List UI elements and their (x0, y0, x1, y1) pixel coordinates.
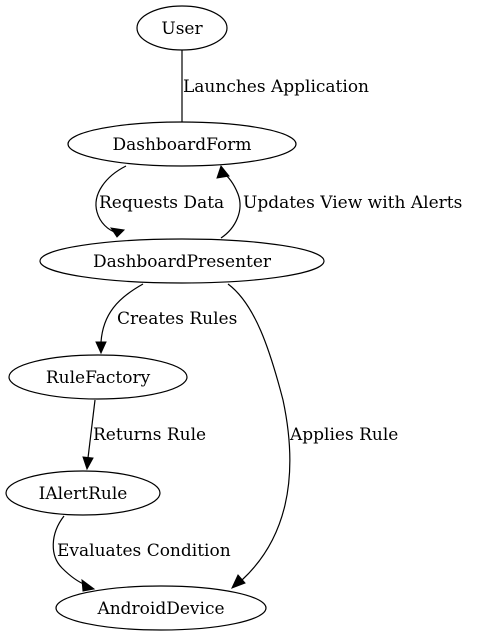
node-rule-factory: RuleFactory (8, 354, 188, 400)
edge-label-requests-data: Requests Data (99, 193, 224, 213)
edge-evaluates-condition: Evaluates Condition (52, 515, 231, 592)
edge-applies-rule: Applies Rule (227, 283, 398, 589)
edge-label-evaluates-condition: Evaluates Condition (57, 541, 231, 561)
node-label-dashboard-presenter: DashboardPresenter (93, 252, 272, 272)
node-label-dashboard-form: DashboardForm (112, 135, 251, 155)
node-dashboard-form: DashboardForm (67, 121, 297, 167)
edge-returns-rule: Returns Rule (82, 399, 206, 471)
edge-updates-view: Updates View with Alerts (216, 164, 462, 239)
edge-launches-application: Launches Application (176, 50, 369, 135)
edge-label-creates-rules: Creates Rules (117, 309, 237, 329)
edge-creates-rules: Creates Rules (95, 283, 237, 355)
node-label-ialert-rule: IAlertRule (39, 484, 128, 504)
node-label-android-device: AndroidDevice (96, 599, 224, 619)
node-label-rule-factory: RuleFactory (46, 368, 151, 388)
edge-label-applies-rule: Applies Rule (289, 425, 398, 445)
edge-label-updates-view: Updates View with Alerts (243, 193, 462, 213)
node-android-device: AndroidDevice (55, 585, 267, 631)
node-ialert-rule: IAlertRule (5, 470, 161, 516)
edge-requests-data: Requests Data (95, 165, 224, 238)
node-dashboard-presenter: DashboardPresenter (39, 238, 325, 284)
node-label-user: User (161, 19, 203, 39)
node-user: User (136, 5, 228, 51)
edge-label-launches-application: Launches Application (183, 77, 369, 97)
edge-label-returns-rule: Returns Rule (93, 425, 206, 445)
